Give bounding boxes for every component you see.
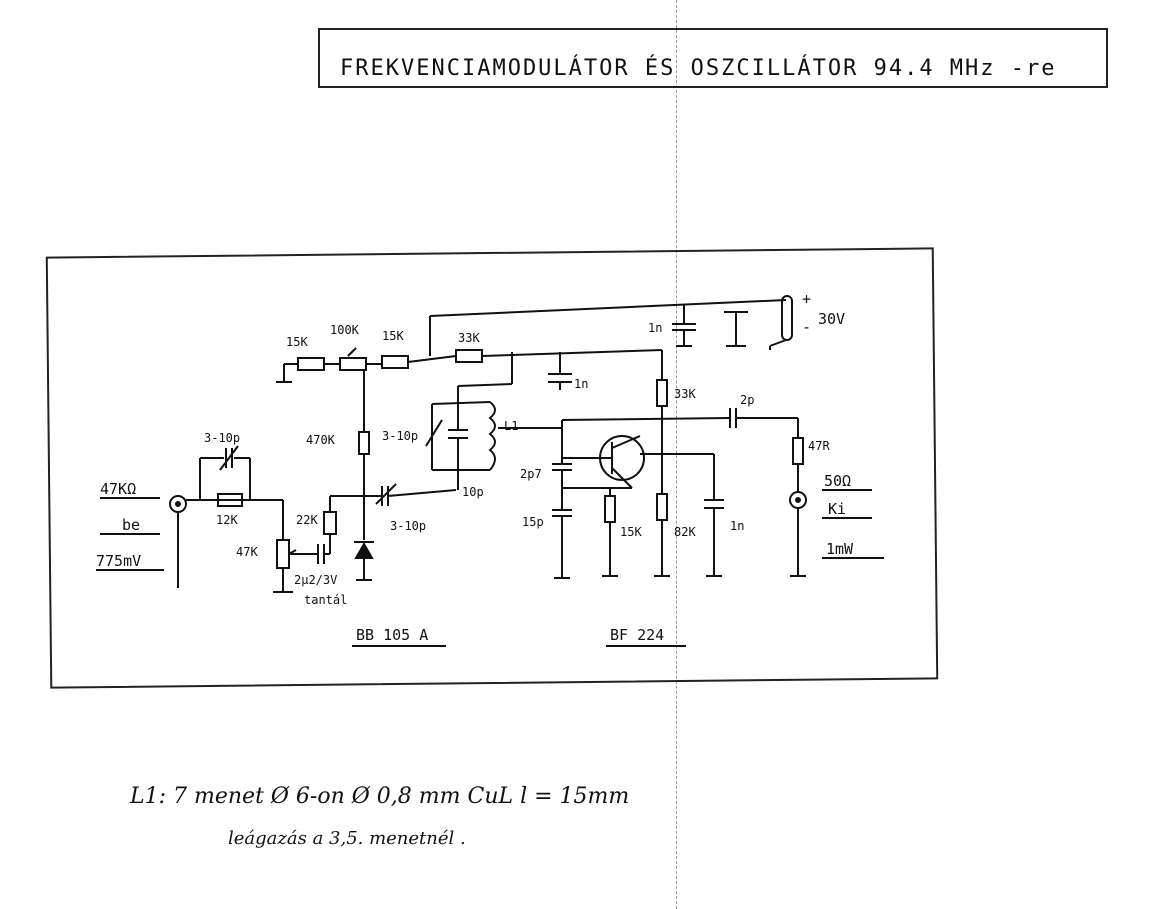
- resistor-33k-v: [656, 350, 668, 454]
- supply-rail: [429, 299, 787, 317]
- label-out-dir: Ki: [828, 500, 846, 518]
- cap-2p: [729, 408, 798, 428]
- label-tantal: tantál: [304, 593, 347, 607]
- label-in-dir: be: [122, 516, 140, 534]
- trimmer-cap-c: [375, 483, 457, 506]
- label-c2u2: 2µ2/3V: [294, 573, 337, 587]
- label-minus: -: [802, 318, 811, 336]
- label-c1n-mid: 1n: [574, 377, 588, 391]
- label-c1n-bot: 1n: [730, 519, 744, 533]
- label-r15k-b: 15K: [382, 329, 404, 343]
- label-c2p: 2p: [740, 393, 754, 407]
- input-connector: [169, 495, 187, 588]
- tap-note: leágazás a 3,5. menetnél .: [228, 828, 466, 849]
- label-r470k: 470K: [306, 433, 336, 447]
- collector-wire: [561, 417, 731, 421]
- page-title: FREKVENCIAMODULÁTOR ÉS OSZCILLÁTOR 94.4 …: [340, 56, 1057, 81]
- label-coil: L1: [504, 419, 518, 433]
- cap-2p7: [552, 420, 610, 489]
- label-c10p: 10p: [462, 485, 484, 499]
- ground-left-top: [276, 363, 298, 383]
- label-r33k-h: 33K: [458, 331, 480, 345]
- pot-100k: [339, 347, 382, 371]
- label-diode: BB 105 A: [356, 626, 428, 644]
- varicap-diode: [354, 496, 374, 581]
- tank-circuit: [425, 352, 562, 490]
- label-pot47k: 47K: [236, 545, 258, 559]
- label-out-impedance: 50Ω: [824, 472, 851, 490]
- label-in-level: 775mV: [96, 552, 141, 570]
- cap-rail: [724, 311, 748, 347]
- cap-15p: [552, 488, 572, 579]
- label-c3-10p-a: 3-10p: [204, 431, 240, 445]
- cap-1n-bot: [704, 454, 724, 577]
- output-connector: [789, 491, 807, 577]
- label-supply: 30V: [818, 310, 845, 328]
- pot-47k: [273, 500, 312, 593]
- resistor-22k: [323, 496, 337, 554]
- supply-connector: [769, 295, 793, 350]
- label-r12k: 12K: [216, 513, 238, 527]
- cap-1n-top: [672, 304, 696, 347]
- label-plus: +: [802, 290, 811, 308]
- label-in-impedance: 47KΩ: [100, 480, 136, 498]
- wire: [407, 355, 457, 363]
- label-transistor: BF 224: [610, 626, 664, 644]
- label-r33k-v: 33K: [674, 387, 696, 401]
- resistor-12k: [217, 493, 243, 507]
- label-r82k: 82K: [674, 525, 696, 539]
- label-pot100k: 100K: [330, 323, 360, 337]
- label-r22k: 22K: [296, 513, 318, 527]
- coil-spec-note: L1: 7 menet Ø 6-on Ø 0,8 mm CuL l = 15mm: [130, 784, 630, 809]
- label-c3-10p-b: 3-10p: [382, 429, 418, 443]
- label-r15k-c: 15K: [620, 525, 642, 539]
- resistor-15k-c: [602, 488, 618, 577]
- cap-1n-mid: [548, 352, 572, 390]
- label-r47r: 47R: [808, 439, 830, 453]
- resistor-82k: [654, 454, 670, 577]
- label-c2p7: 2p7: [520, 467, 542, 481]
- label-r15k-a: 15K: [286, 335, 308, 349]
- label-out-level: 1mW: [826, 540, 854, 558]
- title-box: FREKVENCIAMODULÁTOR ÉS OSZCILLÁTOR 94.4 …: [318, 28, 1108, 88]
- label-c3-10p-c: 3-10p: [390, 519, 426, 533]
- label-c15p: 15p: [522, 515, 544, 529]
- resistor-47r: [792, 418, 804, 492]
- label-c1n-top: 1n: [648, 321, 662, 335]
- trimmer-cap-a: [199, 445, 251, 500]
